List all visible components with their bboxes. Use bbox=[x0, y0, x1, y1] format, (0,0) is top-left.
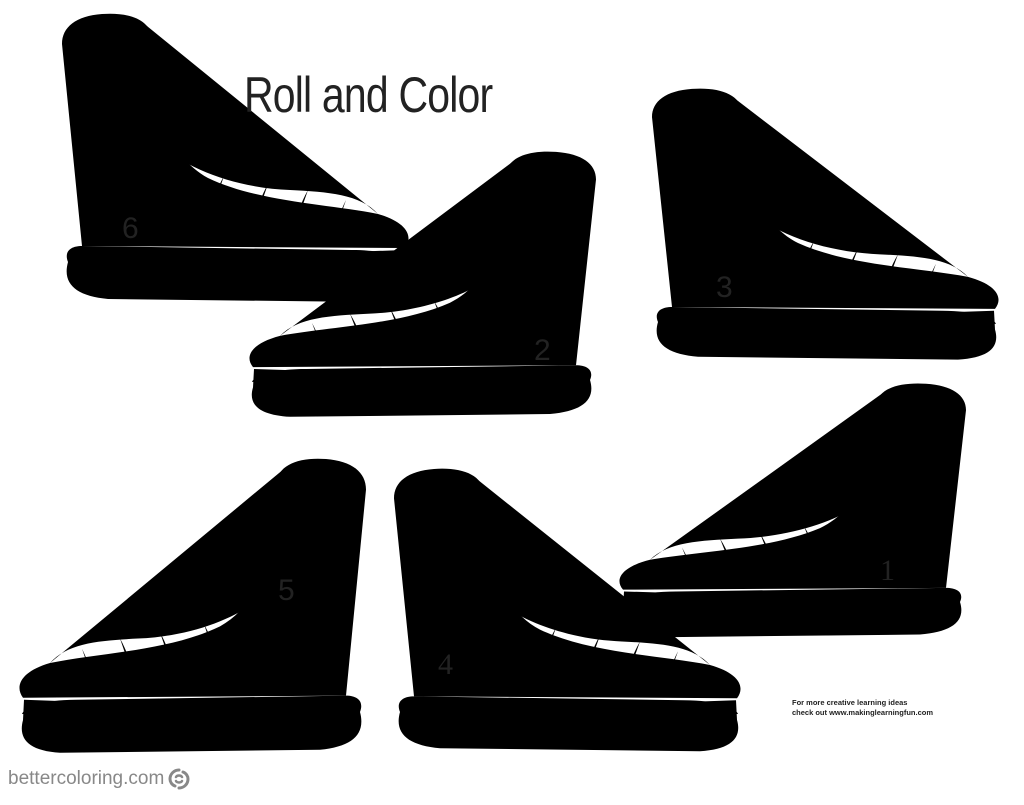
boot-4-number: 4 bbox=[438, 648, 453, 681]
boot-1-number: 1 bbox=[880, 554, 895, 587]
boot-6-number: 6 bbox=[122, 212, 139, 245]
swirl-logo-icon bbox=[168, 768, 190, 790]
boot-1[interactable] bbox=[619, 383, 966, 637]
credit-line-1: For more creative learning ideas bbox=[792, 698, 908, 707]
watermark[interactable]: bettercoloring.com bbox=[8, 768, 190, 790]
boot-6[interactable] bbox=[62, 13, 409, 302]
boot-3-number: 3 bbox=[716, 271, 733, 304]
credit-line-2[interactable]: check out www.makinglearningfun.com bbox=[792, 708, 933, 717]
boot-2-number: 2 bbox=[534, 334, 551, 367]
credit-note: For more creative learning ideas check o… bbox=[792, 698, 933, 718]
page-title: Roll and Color bbox=[244, 67, 493, 123]
boot-5[interactable] bbox=[19, 459, 366, 753]
boot-5-number: 5 bbox=[278, 574, 295, 607]
watermark-text: bettercoloring.com bbox=[8, 768, 165, 789]
boot-3[interactable] bbox=[652, 88, 999, 360]
